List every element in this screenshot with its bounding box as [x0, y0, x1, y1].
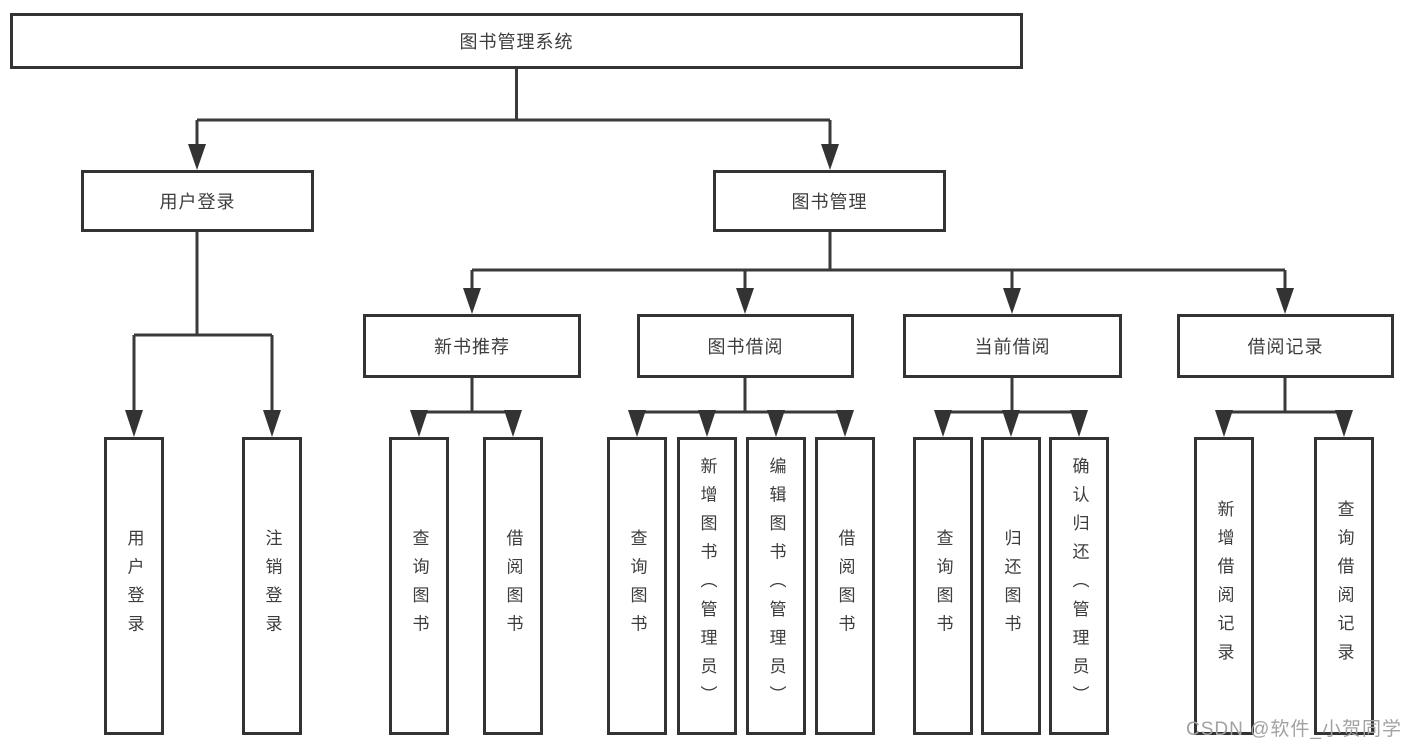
connector-newbook-to-leaves [410, 378, 522, 437]
arrowhead [1003, 288, 1021, 314]
leaf-confirm-return-admin-label: 确认归还（管理员） [1069, 457, 1089, 715]
leaf-return-books: 归还图书 [981, 437, 1041, 735]
node-book-management-label: 图书管理 [791, 192, 868, 212]
arrowhead [410, 410, 428, 437]
connector-userlogin-to-leaves [125, 232, 281, 437]
node-new-book-recommend-label: 新书推荐 [434, 337, 510, 357]
connector-root-to-level2 [188, 69, 839, 170]
node-current-borrow: 当前借阅 [903, 314, 1122, 378]
leaf-logout: 注销登录 [242, 437, 302, 735]
arrowhead [934, 410, 952, 437]
leaf-confirm-return-admin: 确认归还（管理员） [1049, 437, 1109, 735]
arrowhead [125, 410, 143, 437]
arrowhead [463, 288, 481, 314]
leaf-query-books-current: 查询图书 [913, 437, 973, 735]
arrowhead [1002, 410, 1020, 437]
arrowhead [1215, 410, 1233, 437]
node-borrow-records: 借阅记录 [1177, 314, 1394, 378]
leaf-query-books-borrow: 查询图书 [607, 437, 667, 735]
leaf-query-borrow-record: 查询借阅记录 [1314, 437, 1374, 735]
node-book-management: 图书管理 [713, 170, 946, 232]
leaf-add-books-admin-label: 新增图书（管理员） [697, 457, 717, 715]
node-user-login-label: 用户登录 [159, 192, 236, 212]
node-library-system: 图书管理系统 [10, 13, 1023, 69]
node-current-borrow-label: 当前借阅 [974, 337, 1051, 357]
arrowhead [628, 410, 646, 437]
leaf-query-books-current-label: 查询图书 [933, 528, 953, 644]
leaf-query-books-recommend-label: 查询图书 [409, 528, 429, 644]
arrowhead [504, 410, 522, 437]
leaf-return-books-label: 归还图书 [1001, 528, 1021, 644]
arrowhead [698, 410, 716, 437]
leaf-borrow-books: 借阅图书 [815, 437, 875, 735]
connector-bookmgmt-to-level3 [463, 232, 1294, 314]
leaf-user-login-label: 用户登录 [124, 528, 144, 644]
node-user-login: 用户登录 [81, 170, 314, 232]
node-new-book-recommend: 新书推荐 [363, 314, 581, 378]
leaf-user-login: 用户登录 [104, 437, 164, 735]
node-book-borrow-label: 图书借阅 [707, 337, 784, 357]
leaf-borrow-books-recommend-label: 借阅图书 [503, 528, 523, 644]
leaf-add-borrow-record: 新增借阅记录 [1194, 437, 1254, 735]
leaf-add-books-admin: 新增图书（管理员） [677, 437, 737, 735]
arrowhead [1070, 410, 1088, 437]
leaf-add-borrow-record-label: 新增借阅记录 [1214, 500, 1234, 672]
arrowhead [1335, 410, 1353, 437]
node-library-system-label: 图书管理系统 [459, 32, 574, 52]
node-book-borrow: 图书借阅 [637, 314, 854, 378]
csdn-watermark: CSDN @软件_小贺同学 [1186, 719, 1402, 740]
leaf-edit-books-admin: 编辑图书（管理员） [746, 437, 806, 735]
leaf-borrow-books-label: 借阅图书 [835, 528, 855, 644]
connector-records-to-leaves [1215, 378, 1353, 437]
arrowhead [188, 144, 206, 170]
node-borrow-records-label: 借阅记录 [1247, 337, 1324, 357]
leaf-borrow-books-recommend: 借阅图书 [483, 437, 543, 735]
arrowhead [263, 410, 281, 437]
leaf-query-borrow-record-label: 查询借阅记录 [1334, 500, 1354, 672]
connector-borrow-to-leaves [628, 378, 854, 437]
leaf-query-books-borrow-label: 查询图书 [627, 528, 647, 644]
arrowhead [836, 410, 854, 437]
leaf-logout-label: 注销登录 [262, 528, 282, 644]
connector-current-to-leaves [934, 378, 1088, 437]
leaf-query-books-recommend: 查询图书 [389, 437, 449, 735]
arrowhead [736, 288, 754, 314]
arrowhead [767, 410, 785, 437]
arrowhead [821, 144, 839, 170]
arrowhead [1276, 288, 1294, 314]
leaf-edit-books-admin-label: 编辑图书（管理员） [766, 457, 786, 715]
